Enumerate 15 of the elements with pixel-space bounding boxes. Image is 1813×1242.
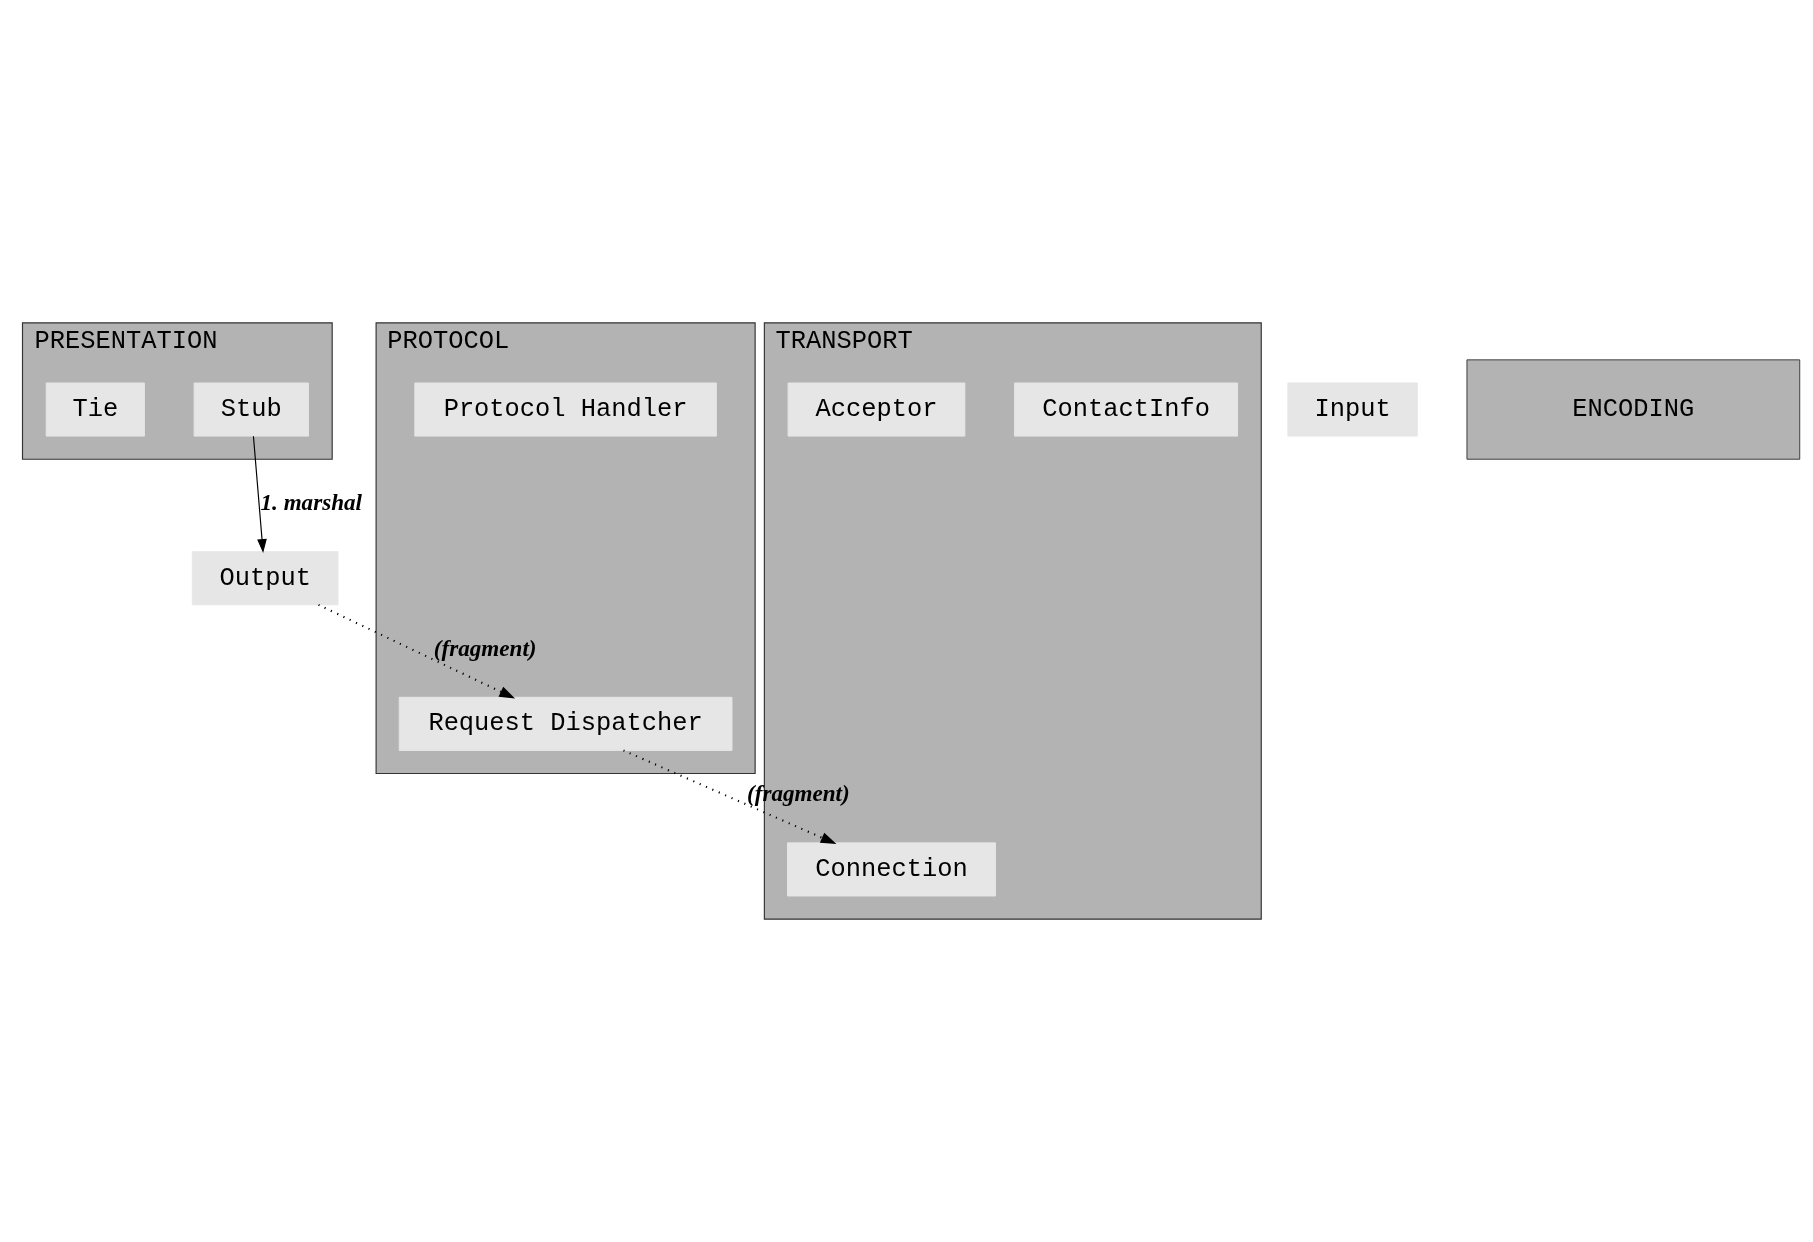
arrow — [623, 749, 837, 845]
node-box: ContactInfo — [1014, 382, 1239, 437]
node-box: Output — [191, 551, 339, 606]
node-box: Tie — [45, 382, 145, 437]
arrow — [318, 603, 516, 699]
node-box: Input — [1287, 382, 1418, 437]
node-box: Connection — [787, 842, 996, 897]
node-box: Stub — [193, 382, 309, 437]
edge-label: 1. marshal — [260, 489, 363, 516]
node-box: ENCODING — [1466, 359, 1801, 460]
arrow — [252, 435, 267, 553]
node-box: Request Dispatcher — [398, 696, 733, 751]
node-box: Acceptor — [787, 382, 966, 437]
node-box: Protocol Handler — [414, 382, 717, 437]
edge-label: (fragment) — [433, 634, 537, 661]
